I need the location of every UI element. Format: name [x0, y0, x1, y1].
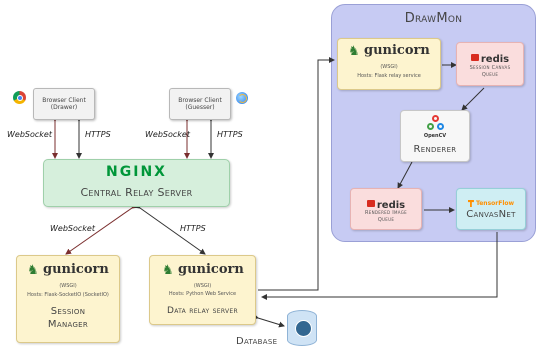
- redis-rendered-caption-2: Queue: [377, 217, 395, 223]
- datarelay-title: Data relay server: [167, 306, 238, 316]
- drawer-line1: Browser Client: [42, 97, 86, 104]
- redis-rendered-image-queue: redis Rendered Image Queue: [350, 188, 422, 230]
- redis-session-caption-2: Queue: [481, 72, 499, 78]
- renderer: OpenCV Renderer: [400, 110, 470, 162]
- label-https-guesser: HTTPS: [217, 130, 243, 139]
- canvasnet: TensorFlow CanvasNet: [456, 188, 526, 230]
- canvasnet-title: CanvasNet: [466, 209, 516, 220]
- nginx-logo: NGINX: [106, 164, 167, 180]
- guesser-line1: Browser Client: [178, 97, 222, 104]
- redis-session-word: redis: [480, 54, 510, 65]
- redis-cube-icon: [366, 200, 375, 207]
- drawmon-gunicorn-host: Hosts: Flask relay service: [357, 73, 421, 79]
- horse-icon: ♞: [27, 263, 39, 278]
- browser-client-drawer: Browser Client (Drawer): [33, 88, 95, 120]
- redis-session-caption-1: Session Canvas: [469, 65, 511, 71]
- tensorflow-word: TensorFlow: [475, 200, 515, 207]
- drawmon-gunicorn: ♞ gunicorn (WSGI) Hosts: Flask relay ser…: [337, 38, 441, 90]
- session-gunicorn-logo: ♞ gunicorn: [25, 262, 115, 278]
- postgres-elephant-icon: [295, 320, 312, 337]
- browser-client-guesser: Browser Client (Guesser): [169, 88, 231, 120]
- drawmon-gunicorn-logo: ♞ gunicorn: [346, 43, 436, 59]
- redis-rendered-word: redis: [376, 200, 406, 211]
- datarelay-wsgi: (WSGI): [193, 283, 212, 289]
- guesser-line2: (Guesser): [185, 104, 215, 111]
- tensorflow-icon: [467, 200, 474, 207]
- session-title-2: Manager: [47, 319, 89, 330]
- drawer-line2: (Drawer): [50, 104, 78, 111]
- datarelay-gunicorn-word: gunicorn: [178, 262, 244, 277]
- datarelay-gunicorn-logo: ♞ gunicorn: [160, 262, 250, 278]
- horse-icon: ♞: [162, 263, 174, 278]
- opencv-icon: [426, 115, 446, 131]
- horse-icon: ♞: [348, 44, 360, 59]
- data-relay-server: ♞ gunicorn (WSGI) Hosts: Python Web Serv…: [149, 255, 256, 325]
- drawmon-gunicorn-wsgi: (WSGI): [380, 64, 398, 70]
- redis-rendered-caption-1: Rendered Image: [365, 210, 407, 216]
- session-title-1: Session: [50, 306, 86, 317]
- session-gunicorn-word: gunicorn: [43, 262, 109, 277]
- database-label: Database: [236, 336, 278, 347]
- datarelay-host: Hosts: Python Web Service: [168, 291, 237, 297]
- chrome-icon: [13, 91, 26, 104]
- label-websocket-session: WebSocket: [50, 224, 95, 233]
- label-websocket-drawer: WebSocket: [7, 130, 52, 139]
- database-cylinder-icon: [287, 310, 317, 346]
- nginx-title: Central Relay Server: [80, 186, 193, 199]
- label-https-drawer: HTTPS: [85, 130, 111, 139]
- drawmon-title: DrawMon: [404, 11, 463, 26]
- redis-session-canvas-queue: redis Session Canvas Queue: [456, 42, 524, 86]
- redis-rendered-logo: redis: [351, 193, 421, 212]
- redis-cube-icon: [470, 54, 479, 61]
- session-host: Hosts: Flask-SocketIO (SocketIO): [27, 292, 109, 298]
- tensorflow-logo: TensorFlow: [457, 193, 525, 212]
- session-manager: ♞ gunicorn (WSGI) Hosts: Flask-SocketIO …: [16, 255, 120, 343]
- redis-session-logo: redis: [457, 47, 523, 66]
- opencv-text: OpenCV: [423, 133, 447, 139]
- drawmon-gunicorn-word: gunicorn: [364, 43, 430, 58]
- label-websocket-guesser: WebSocket: [145, 130, 190, 139]
- nginx-central-relay: NGINX Central Relay Server: [43, 159, 230, 207]
- label-https-datarelay: HTTPS: [180, 224, 206, 233]
- renderer-title: Renderer: [413, 144, 457, 155]
- session-wsgi: (WSGI): [59, 283, 77, 289]
- browser-globe-icon: [236, 92, 248, 104]
